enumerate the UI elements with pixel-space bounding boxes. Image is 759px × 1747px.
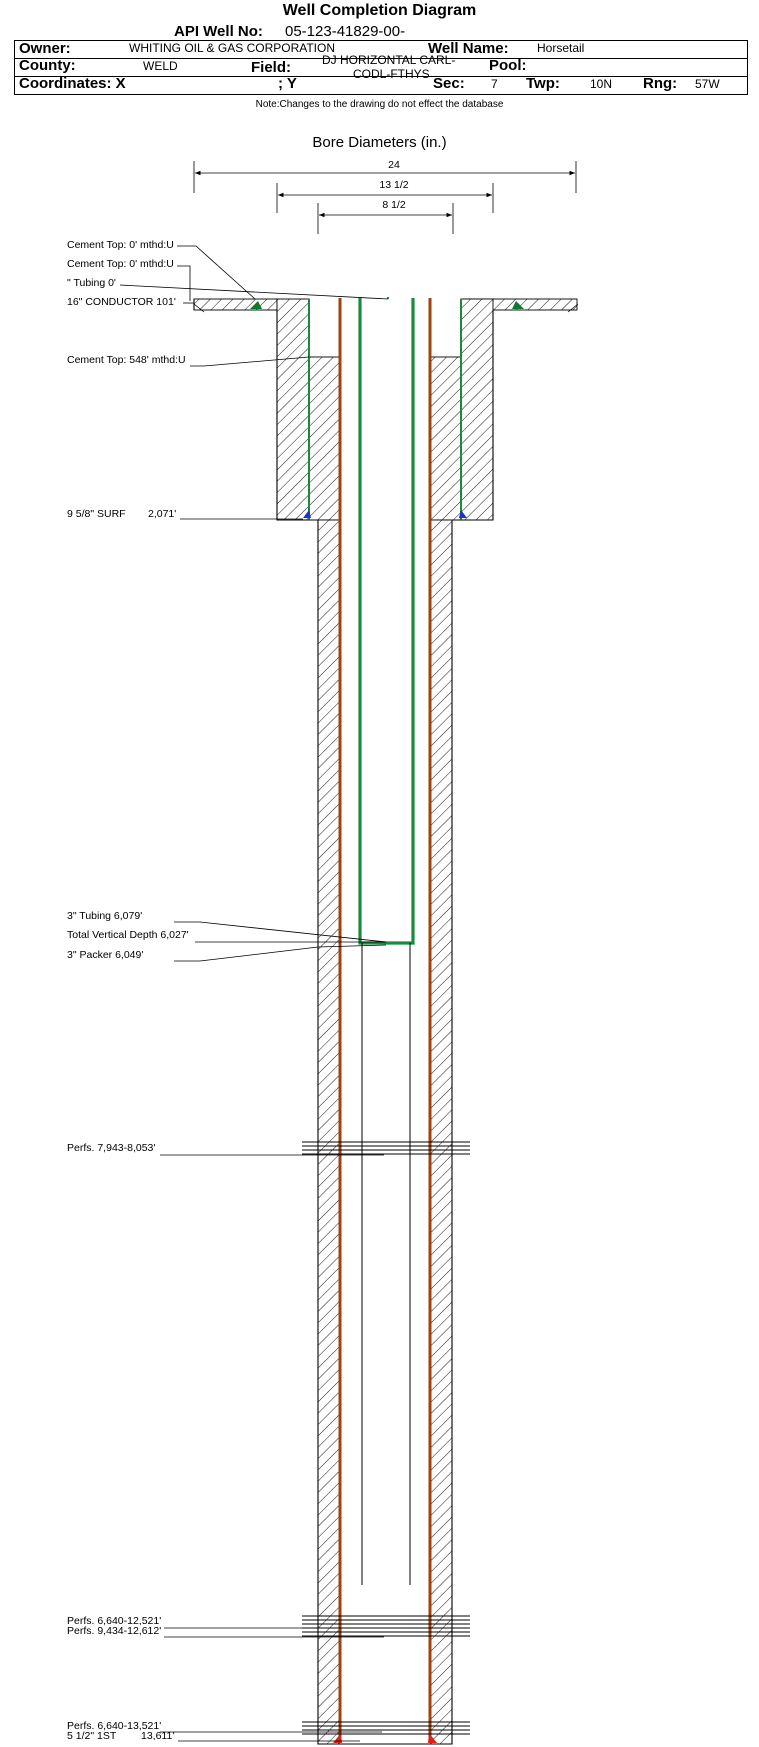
production-casing-label: 5 1/2" 1ST (67, 1730, 117, 1742)
header-rule (14, 76, 748, 77)
borehole-outline (193, 299, 494, 1745)
total-vertical-depth-label: Total Vertical Depth 6,027' (67, 929, 189, 941)
perforations-label: Perfs. 7,943-8,053' (67, 1142, 156, 1154)
perforations-label: Perfs. 9,434-12,612' (67, 1625, 162, 1637)
header-rule (14, 40, 15, 95)
field-label: Field: (251, 59, 291, 76)
twp-value: 10N (590, 77, 613, 91)
header-rule (14, 40, 748, 41)
production-shoe-left (333, 1733, 342, 1743)
tubing-top-label: " Tubing 0' (67, 277, 116, 289)
coordinates-label: Coordinates: X (19, 75, 126, 92)
surface-casing-depth: 2,071' (148, 508, 177, 520)
packer-label: 3" Packer 6,049' (67, 949, 144, 961)
bore-diameter-label: 13 1/2 (379, 179, 409, 191)
cement-top-label: Cement Top: 0' mthd:U (67, 258, 174, 270)
surface-shoe-left (303, 510, 311, 518)
surface-casing-label: 9 5/8" SURF (67, 508, 126, 520)
cement-top-label: Cement Top: 0' mthd:U (67, 239, 174, 251)
production-casing-depth: 13,611' (141, 1730, 175, 1742)
drawing-note: Note:Changes to the drawing do not effec… (255, 99, 504, 110)
perforations-label: Perfs. 6,640-13,521' (67, 1720, 162, 1732)
rng-label: Rng: (643, 75, 678, 92)
field-value-line2: CODL-FTHYS (353, 67, 430, 81)
perforations-3 (302, 1721, 470, 1735)
bore-diameter-label: 24 (388, 159, 400, 171)
conductor-label: 16" CONDUCTOR 101' (67, 296, 176, 308)
sec-value: 7 (491, 77, 498, 91)
perforations-1 (302, 1141, 470, 1155)
bore-diameters-title: Bore Diameters (in.) (312, 134, 447, 151)
bore-dimension-8-5 (317, 203, 454, 234)
page-title: Well Completion Diagram (282, 2, 477, 19)
conductor-shoe-left (250, 301, 262, 309)
well-name-label: Well Name: (428, 40, 509, 57)
conductor-shoe-right (512, 301, 524, 309)
sec-label: Sec: (433, 75, 465, 92)
coordinates-y-label: ; Y (278, 75, 297, 92)
county-value: WELD (143, 59, 178, 73)
well-name-value: Horsetail (537, 41, 585, 55)
county-label: County: (19, 57, 76, 74)
bore-dimension-13-5 (276, 183, 494, 213)
pool-label: Pool: (489, 57, 527, 74)
well-header-table (14, 22, 748, 95)
production-casing-cement (317, 519, 453, 1745)
cement-top-label: Cement Top: 548' mthd:U (67, 354, 186, 366)
header-rule (14, 94, 748, 95)
production-casing (338, 298, 432, 1740)
callout-leaders (119, 245, 389, 1742)
tubing-bottom-label: 3" Tubing 6,079' (67, 910, 143, 922)
owner-label: Owner: (19, 40, 71, 57)
bore-dimension-24 (193, 161, 577, 193)
api-label: API Well No: (174, 23, 263, 40)
bore-diameter-label: 8 1/2 (382, 199, 406, 211)
api-value: 05-123-41829-00- (285, 23, 406, 40)
header-rule (14, 58, 748, 59)
inner-liner (361, 943, 411, 1585)
tubing (358, 297, 415, 945)
owner-value: WHITING OIL & GAS CORPORATION (129, 41, 336, 55)
field-value-line1: DJ HORIZONTAL CARL- (322, 53, 456, 67)
rng-value: 57W (695, 77, 720, 91)
header-rule (747, 40, 748, 95)
twp-label: Twp: (526, 75, 560, 92)
production-shoe-right (428, 1733, 437, 1743)
surface-shoe-right (459, 510, 467, 518)
perforations-label: Perfs. 6,640-12,521' (67, 1615, 162, 1627)
surface-casing-cement (276, 298, 494, 521)
surface-casing (308, 299, 462, 519)
